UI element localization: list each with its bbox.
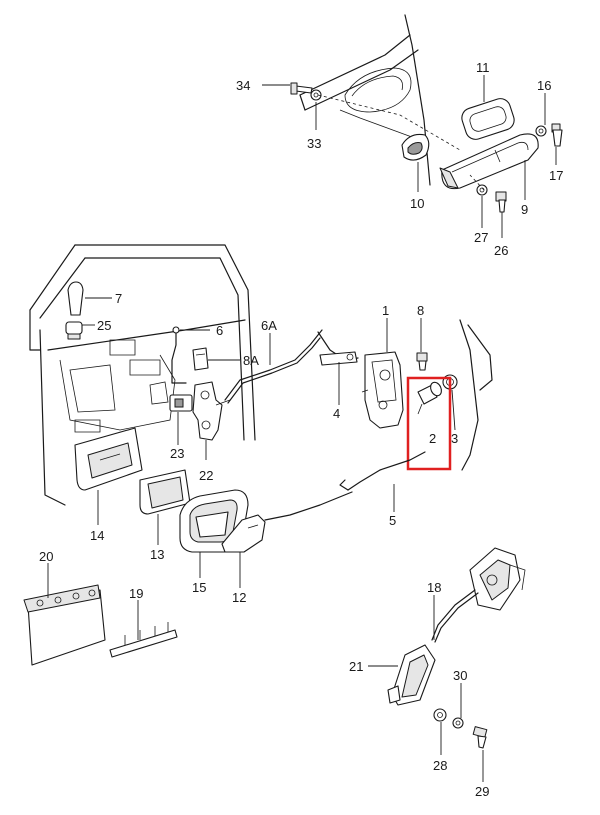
label-10: 10 [410, 196, 424, 211]
door-latch-opening [459, 319, 493, 471]
lock-rod-6 [171, 326, 187, 384]
screw-8 [416, 352, 428, 371]
leader-lines [47, 75, 557, 782]
label-34: 34 [236, 78, 250, 93]
label-11: 11 [476, 60, 490, 75]
interior-handle-12 [221, 514, 266, 553]
lock-knob [67, 281, 84, 316]
highlight-box [406, 376, 452, 471]
inner-door-frame [29, 244, 256, 506]
label-12: 12 [232, 590, 246, 605]
trim-frame-15 [179, 489, 249, 553]
label-21: 21 [349, 659, 363, 674]
label-20: 20 [39, 549, 53, 564]
label-13: 13 [150, 547, 164, 562]
release-rod-6a [224, 329, 323, 404]
lever-mount-23 [169, 394, 193, 412]
label-23: 23 [170, 446, 184, 461]
label-8a: 8A [243, 353, 259, 368]
label-16: 16 [537, 78, 551, 93]
label-19: 19 [129, 586, 143, 601]
label-17: 17 [549, 168, 563, 183]
label-6a: 6A [261, 318, 277, 333]
lock-actuator-21 [387, 644, 436, 706]
label-18: 18 [427, 580, 441, 595]
remote-control-lever [192, 381, 231, 441]
screw-34 [290, 82, 313, 95]
door-lock-mechanism [361, 351, 404, 429]
label-29: 29 [475, 784, 489, 799]
door-handle-exterior [439, 133, 539, 190]
label-4: 4 [333, 406, 340, 421]
label-9: 9 [521, 202, 528, 217]
handle-bezel-13 [139, 469, 191, 515]
washer-28 [433, 708, 447, 722]
rod-4-to-lock [317, 331, 359, 366]
screw-26 [495, 191, 507, 213]
interior-handle-housing [74, 427, 143, 491]
label-15: 15 [192, 580, 206, 595]
washer-33 [310, 89, 322, 101]
lock-cylinder-2 [417, 381, 442, 415]
label-3: 3 [451, 431, 458, 446]
washer-30 [452, 717, 464, 729]
label-5: 5 [389, 513, 396, 528]
rod-clip-8a [192, 347, 209, 371]
part-labels: 34 33 11 16 17 10 9 27 26 7 25 6 6A 8A 1… [39, 60, 563, 799]
label-8: 8 [417, 303, 424, 318]
label-1: 1 [382, 303, 389, 318]
label-25: 25 [97, 318, 111, 333]
label-26: 26 [494, 243, 508, 258]
label-33: 33 [307, 136, 321, 151]
label-6: 6 [216, 323, 223, 338]
label-2: 2 [429, 431, 436, 446]
label-30: 30 [453, 668, 467, 683]
tailgate-latch [469, 547, 526, 611]
connecting-rod-5 [264, 451, 426, 521]
cable-18 [431, 589, 479, 643]
trim-cover-20 [23, 584, 106, 666]
label-14: 14 [90, 528, 104, 543]
handle-gasket [461, 98, 515, 140]
label-27: 27 [474, 230, 488, 245]
lock-cylinder-seal [401, 133, 430, 161]
washer-27 [476, 184, 488, 196]
clip-strip-19 [109, 622, 178, 658]
screw-17 [551, 123, 563, 147]
label-28: 28 [433, 758, 447, 773]
washer-16 [535, 125, 547, 137]
screw-29 [472, 726, 488, 749]
knob-bushing [65, 321, 83, 340]
label-22: 22 [199, 468, 213, 483]
label-7: 7 [115, 291, 122, 306]
